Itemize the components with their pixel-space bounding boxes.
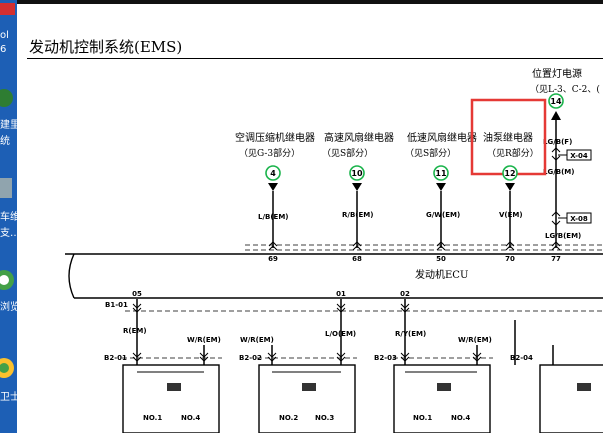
connector-x08-label: X-08 [570, 215, 588, 223]
wire-label-lgb-f: LG/B(F) [543, 138, 572, 146]
conn-b2-01: B2-01 [104, 354, 127, 362]
pin-circle-12 [502, 165, 518, 181]
pin-11-label: 11 [435, 169, 447, 178]
arrow-down-icon [505, 183, 515, 191]
ecu-pin-01: 01 [336, 290, 346, 298]
relay-ref-fuel-pump: （见R部分） [487, 147, 539, 159]
pin-10-label: 10 [351, 169, 363, 178]
desktop-item-2[interactable] [0, 88, 17, 112]
desktop-item-4[interactable] [0, 268, 17, 296]
desktop-label-1: ol [0, 30, 9, 41]
relay-ref-ac: （见G-3部分） [239, 147, 300, 159]
conn-b2-04: B2-04 [510, 354, 533, 362]
arrow-down-icon [436, 183, 446, 191]
ecu-pin-05: 05 [132, 290, 142, 298]
position-lamp-title: 位置灯电源 [532, 67, 582, 80]
ecu-label: 发动机ECU [415, 268, 468, 281]
wire-label-lo: L/O(EM) [325, 330, 356, 338]
ecu-pin-77: 77 [551, 255, 561, 263]
conn-b2-02: B2-02 [239, 354, 262, 362]
wire-label-rb: R/B(EM) [342, 211, 373, 219]
pin-circle-10 [349, 165, 365, 181]
document-viewer: 发动机控制系统(EMS) 位置灯电源 （见L-3、C-2、( 14 LG/B(F… [17, 0, 603, 433]
wire-label-wr-3: W/R(EM) [458, 336, 492, 344]
relay-name-ac: 空调压缩机继电器 [235, 131, 315, 144]
wire-label-lb: L/B(EM) [258, 213, 289, 221]
relay-ref-hi-fan: （见S部分） [322, 147, 373, 159]
arrow-down-icon [352, 183, 362, 191]
arrow-up-icon [551, 111, 561, 120]
desktop-label-4: 统 [0, 136, 10, 147]
coil-no-1: NO.1 [143, 414, 162, 422]
wire-label-v: V(EM) [499, 211, 523, 219]
pin-14-label: 14 [550, 97, 562, 106]
wire-label-ry: R/Y(EM) [395, 330, 426, 338]
pin-4-label: 4 [270, 169, 276, 178]
connector-x04-label: X-04 [570, 152, 588, 160]
desktop-strip: ol 6 建里 统 车维 支… 浏览 卫士 [0, 0, 17, 433]
relay-name-lo-fan: 低速风扇继电器 [407, 131, 477, 144]
wire-label-lgb-m: LG/B(M) [543, 168, 574, 176]
page-title: 发动机控制系统(EMS) [29, 38, 183, 56]
ecu-pin-70: 70 [505, 255, 515, 263]
wire-label-gw: G/W(EM) [426, 211, 460, 219]
ecu-pin-68: 68 [352, 255, 362, 263]
wire-label-wr-2: W/R(EM) [240, 336, 274, 344]
arrow-down-icon [268, 183, 278, 191]
wire-label-wr-1: W/R(EM) [187, 336, 221, 344]
desktop-item-1[interactable] [0, 2, 17, 21]
desktop-label-5: 车维 [0, 212, 17, 223]
desktop-label-8: 卫士 [0, 392, 17, 403]
coil-icon [437, 383, 451, 391]
coil-no-4b: NO.4 [451, 414, 470, 422]
coil-no-2: NO.2 [279, 414, 298, 422]
coil-no-3: NO.3 [315, 414, 334, 422]
relay-ref-lo-fan: （见S部分） [405, 147, 456, 159]
pin-12-label: 12 [504, 169, 515, 178]
coil-icon [167, 383, 181, 391]
relay-name-fuel-pump: 油泵继电器 [483, 131, 533, 144]
conn-b1-01: B1-01 [105, 301, 128, 309]
app-icon [0, 178, 12, 198]
wiring-diagram: 位置灯电源 （见L-3、C-2、( 14 LG/B(F) X-04 LG/B(M… [65, 67, 603, 433]
desktop-label-2: 6 [0, 44, 7, 55]
ignition-coil-4-box [539, 364, 603, 433]
wire-label-lgb-em: LG/B(EM) [545, 232, 581, 240]
app-icon [0, 89, 13, 107]
pin-circle-11 [433, 165, 449, 181]
desktop-label-6: 支… [0, 228, 17, 239]
connector-x04 [566, 149, 592, 161]
ecu-pin-69: 69 [268, 255, 278, 263]
desktop-label-3: 建里 [0, 120, 17, 131]
desktop-item-5[interactable] [0, 356, 17, 384]
app-icon [0, 3, 15, 15]
pin-circle-4 [265, 165, 281, 181]
pin-circle-14 [548, 93, 564, 109]
conn-b2-03: B2-03 [374, 354, 397, 362]
ignition-coil-1-box [122, 364, 220, 433]
wire-label-r: R(EM) [123, 327, 147, 335]
coil-icon [302, 383, 316, 391]
coil-icon [577, 383, 591, 391]
viewer-top-bar [17, 0, 603, 4]
coil-no-1b: NO.1 [413, 414, 432, 422]
ecu-pin-50: 50 [436, 255, 446, 263]
connector-x08 [566, 212, 592, 224]
ecu-pin-02: 02 [400, 290, 410, 298]
relay-name-hi-fan: 高速风扇继电器 [324, 131, 394, 144]
position-lamp-ref: （见L-3、C-2、( [530, 84, 600, 95]
ignition-coil-3-box [393, 364, 491, 433]
desktop-item-3[interactable] [0, 176, 17, 204]
ecu-left-edge [68, 253, 75, 299]
coil-no-4: NO.4 [181, 414, 200, 422]
title-rule [27, 58, 603, 59]
ignition-coil-2-box [258, 364, 356, 433]
desktop-label-7: 浏览 [0, 302, 17, 313]
